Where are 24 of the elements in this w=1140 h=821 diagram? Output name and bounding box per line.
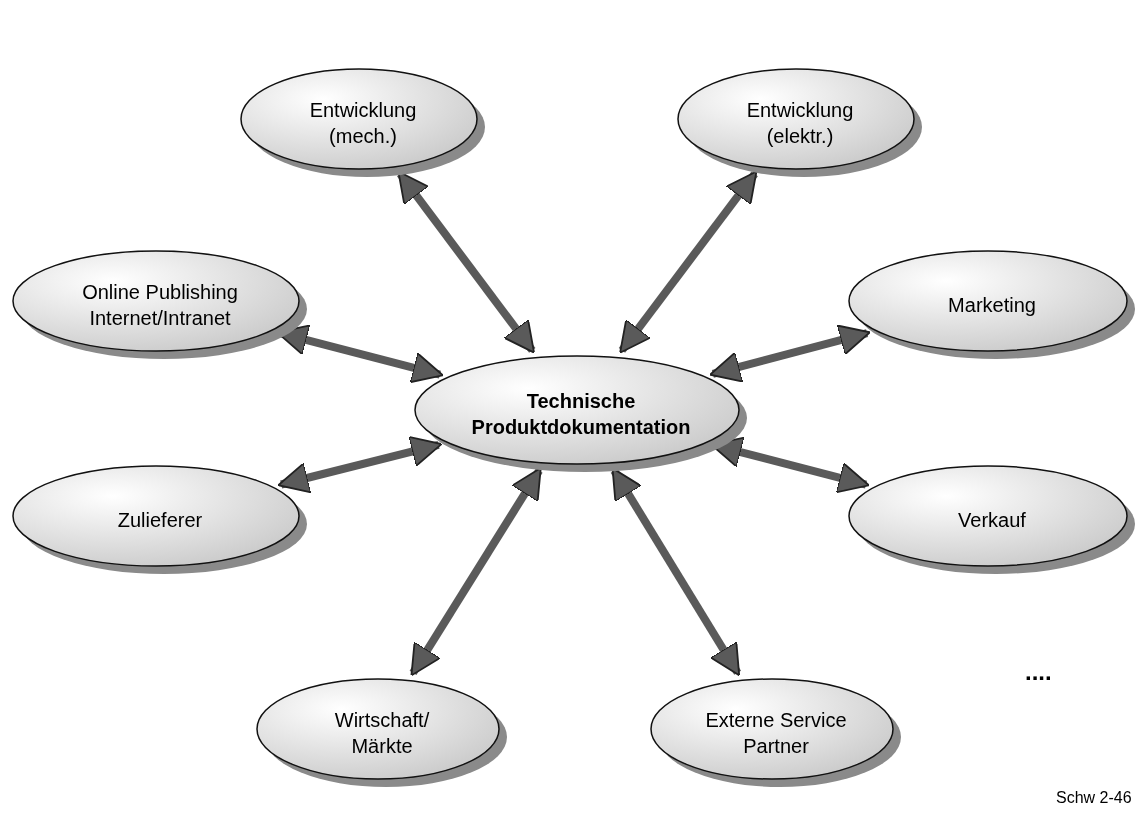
ellipsis-note: .... (1025, 657, 1052, 687)
node-label: Wirtschaft/ Märkte (333, 708, 431, 759)
figure-number: Schw 2-46 (1056, 788, 1132, 808)
ellipse-node (677, 68, 923, 178)
ellipse-node (12, 250, 308, 360)
node-label: Zulieferer (116, 508, 204, 533)
double-arrow (618, 170, 758, 354)
ellipse-node (650, 678, 902, 788)
node-label: Marketing (947, 293, 1037, 318)
node-label: Externe Service Partner (704, 708, 848, 759)
node-label: Technische Produktdokumentation (470, 389, 692, 440)
node-label: Verkauf (957, 508, 1027, 533)
ellipse-node (12, 465, 308, 575)
node-label: Entwicklung (elektr.) (745, 98, 855, 149)
double-arrow (709, 324, 871, 383)
ellipse-node (256, 678, 508, 788)
node-label: Entwicklung (mech.) (308, 98, 418, 149)
ellipse-node (848, 250, 1136, 360)
double-arrow (277, 436, 443, 494)
ellipse-node (848, 465, 1136, 575)
double-arrow (409, 467, 543, 677)
ellipse-node (414, 355, 748, 473)
ellipse-node (240, 68, 486, 178)
node-label: Online Publishing Internet/Intranet (81, 280, 239, 331)
